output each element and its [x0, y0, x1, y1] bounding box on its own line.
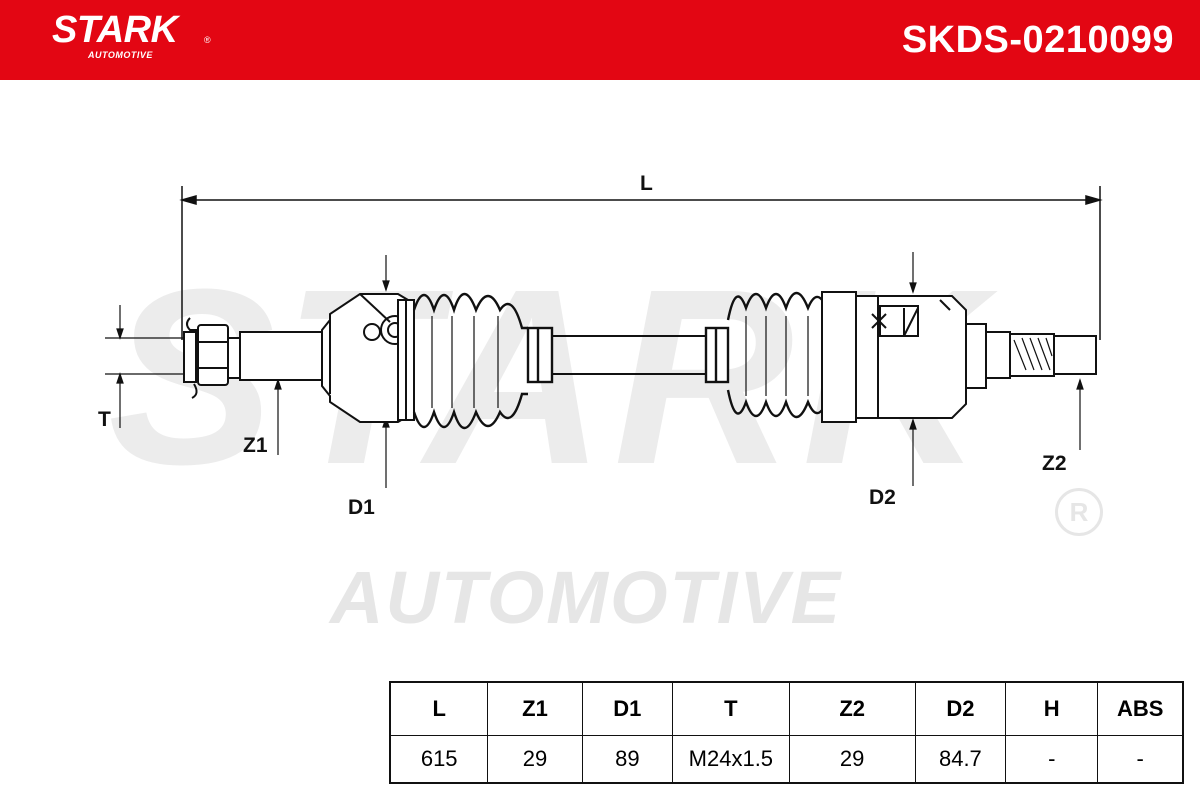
label-d1: D1	[348, 496, 375, 519]
spec-value-z1: 29	[487, 735, 583, 784]
dimension-z1-line	[274, 378, 282, 455]
spec-value-l: 615	[389, 735, 489, 784]
spec-value-t: M24x1.5	[672, 735, 790, 784]
dimension-z2-line	[1076, 378, 1084, 450]
label-t: T	[98, 408, 111, 431]
spec-header-d2: D2	[914, 681, 1007, 736]
spec-header-row: L Z1 D1 T Z2 D2 H ABS	[389, 681, 1184, 736]
watermark-registered-mark: R	[1055, 488, 1103, 536]
spec-value-h: -	[1005, 735, 1099, 784]
label-z1: Z1	[243, 434, 268, 457]
spec-header-d1: D1	[581, 681, 674, 736]
spec-header-z2: Z2	[788, 681, 916, 736]
watermark-subtitle: AUTOMOTIVE	[330, 556, 842, 639]
spec-value-d2: 84.7	[914, 735, 1007, 784]
spec-value-row: 615 29 89 M24x1.5 29 84.7 - -	[389, 735, 1184, 784]
logo-registered-mark: ®	[204, 35, 211, 45]
label-l: L	[640, 172, 653, 195]
dimension-t-line	[105, 305, 186, 428]
spec-value-z2: 29	[788, 735, 916, 784]
right-stub	[965, 323, 1097, 389]
spec-value-abs: -	[1097, 735, 1184, 784]
specification-table: L Z1 D1 T Z2 D2 H ABS 615 29 89 M24x1.5 …	[389, 681, 1184, 784]
label-d2: D2	[869, 486, 896, 509]
stark-logo: STARK ® AUTOMOTIVE	[52, 9, 211, 60]
left-joint-housing	[321, 293, 415, 423]
label-z2: Z2	[1042, 452, 1067, 475]
spec-header-abs: ABS	[1097, 681, 1184, 736]
spec-header-l: L	[389, 681, 489, 736]
right-boot	[704, 291, 848, 419]
part-number: SKDS-0210099	[901, 19, 1174, 61]
spec-header-z1: Z1	[487, 681, 583, 736]
drive-shaft-drawing	[105, 186, 1103, 488]
middle-shaft	[552, 335, 718, 375]
spec-header-t: T	[672, 681, 790, 736]
spec-value-d1: 89	[581, 735, 674, 784]
dimension-d2-line	[909, 252, 917, 486]
left-threaded-end	[183, 317, 323, 399]
logo-brand: STARK	[52, 9, 178, 51]
logo-subtitle: AUTOMOTIVE	[88, 50, 153, 60]
dimension-l-line	[179, 186, 1103, 340]
left-boot	[412, 292, 554, 430]
header-bar: STARK ® AUTOMOTIVE SKDS-0210099	[0, 0, 1200, 80]
right-joint-housing	[821, 291, 967, 423]
spec-header-h: H	[1005, 681, 1099, 736]
